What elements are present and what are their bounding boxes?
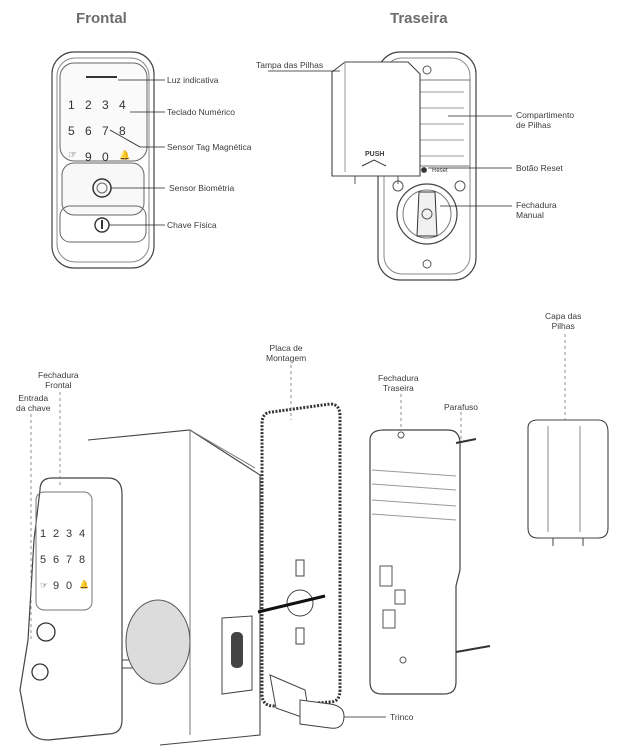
- strike-plate: [221, 615, 253, 695]
- mounting-plate: [257, 402, 342, 708]
- door-hole: [125, 599, 191, 685]
- label-compartment: Compartimento de Pilhas: [516, 110, 574, 130]
- back-title: Traseira: [390, 10, 448, 27]
- label-key: Chave Física: [167, 220, 217, 230]
- ex-key-9: 9: [53, 580, 60, 592]
- key-bell-icon[interactable]: 🔔: [119, 150, 131, 160]
- screws: [455, 438, 491, 653]
- latch: [269, 674, 386, 729]
- key-3[interactable]: 3: [102, 98, 109, 112]
- ex-key-3: 3: [66, 528, 73, 540]
- label-front-lock-line1: Fechadura: [38, 370, 79, 380]
- label-reset: Botão Reset: [516, 163, 563, 173]
- ex-key-bell-icon: 🔔: [79, 580, 89, 589]
- front-keypad: 1 2 3 4 5 6 7 8 ☞ 9 0 🔔: [68, 98, 138, 164]
- label-cap: Capa das Pilhas: [545, 311, 581, 331]
- ex-key-8: 8: [79, 554, 86, 566]
- key-4[interactable]: 4: [119, 98, 126, 112]
- label-front-lock-line2: Frontal: [45, 380, 72, 390]
- ex-key-finger-icon: ☞: [40, 580, 49, 590]
- label-keyhole-line1: Entrada: [18, 393, 49, 403]
- label-keyhole: Entrada da chave: [16, 393, 51, 413]
- label-tag: Sensor Tag Magnética: [167, 142, 252, 152]
- label-compartment-line1: Compartimento: [516, 110, 575, 120]
- key-0[interactable]: 0: [102, 150, 109, 164]
- exploded-battery-cap: [527, 419, 609, 546]
- label-battery-cover: Tampa das Pilhas: [256, 60, 324, 70]
- key-7[interactable]: 7: [102, 124, 109, 138]
- front-title: Frontal: [76, 10, 127, 27]
- ex-key-0: 0: [66, 580, 73, 592]
- battery-cover-open: [331, 61, 421, 184]
- label-compartment-line2: de Pilhas: [516, 120, 551, 130]
- front-lock-body: [51, 51, 155, 269]
- door-block: [87, 429, 261, 746]
- ex-key-2: 2: [53, 528, 60, 540]
- label-keypad: Teclado Numérico: [167, 107, 236, 117]
- push-text: PUSH: [365, 151, 385, 158]
- label-front-lock: Fechadura Frontal: [38, 370, 79, 390]
- exploded-rear-lock: [369, 429, 461, 695]
- label-rear-lock: Fechadura Traseira: [378, 373, 419, 393]
- key-finger-icon[interactable]: ☞: [68, 150, 77, 161]
- label-manual-line2: Manual: [516, 210, 544, 220]
- key-8[interactable]: 8: [119, 124, 126, 138]
- key-1[interactable]: 1: [68, 98, 75, 112]
- label-screw: Parafuso: [444, 402, 479, 412]
- label-rear-lock-line1: Fechadura: [378, 373, 419, 383]
- label-cap-line1: Capa das: [545, 311, 582, 321]
- key-2[interactable]: 2: [85, 98, 92, 112]
- exploded-front-lock: [19, 477, 161, 741]
- label-keyhole-line2: da chave: [16, 403, 51, 413]
- label-manual: Fechadura Manual: [516, 200, 557, 220]
- label-latch: Trinco: [390, 712, 414, 722]
- key-6[interactable]: 6: [85, 124, 92, 138]
- ex-key-7: 7: [66, 554, 73, 566]
- label-plate: Placa de Montagem: [266, 343, 306, 363]
- ex-key-4: 4: [79, 528, 86, 540]
- label-indicator: Luz indicativa: [167, 75, 219, 85]
- exploded-keypad: 1 2 3 4 5 6 7 8 ☞ 9 0 🔔: [40, 528, 96, 592]
- reset-text: Reset: [432, 168, 448, 174]
- label-plate-line1: Placa de: [269, 343, 303, 353]
- label-rear-lock-line2: Traseira: [382, 383, 414, 393]
- key-5[interactable]: 5: [68, 124, 75, 138]
- ex-key-5: 5: [40, 554, 47, 566]
- label-cap-line2: Pilhas: [551, 321, 575, 331]
- key-9[interactable]: 9: [85, 150, 92, 164]
- ex-key-1: 1: [40, 528, 47, 540]
- label-bio: Sensor Biométria: [169, 183, 235, 193]
- ex-key-6: 6: [53, 554, 60, 566]
- label-plate-line2: Montagem: [266, 353, 307, 363]
- label-manual-line1: Fechadura: [516, 200, 557, 210]
